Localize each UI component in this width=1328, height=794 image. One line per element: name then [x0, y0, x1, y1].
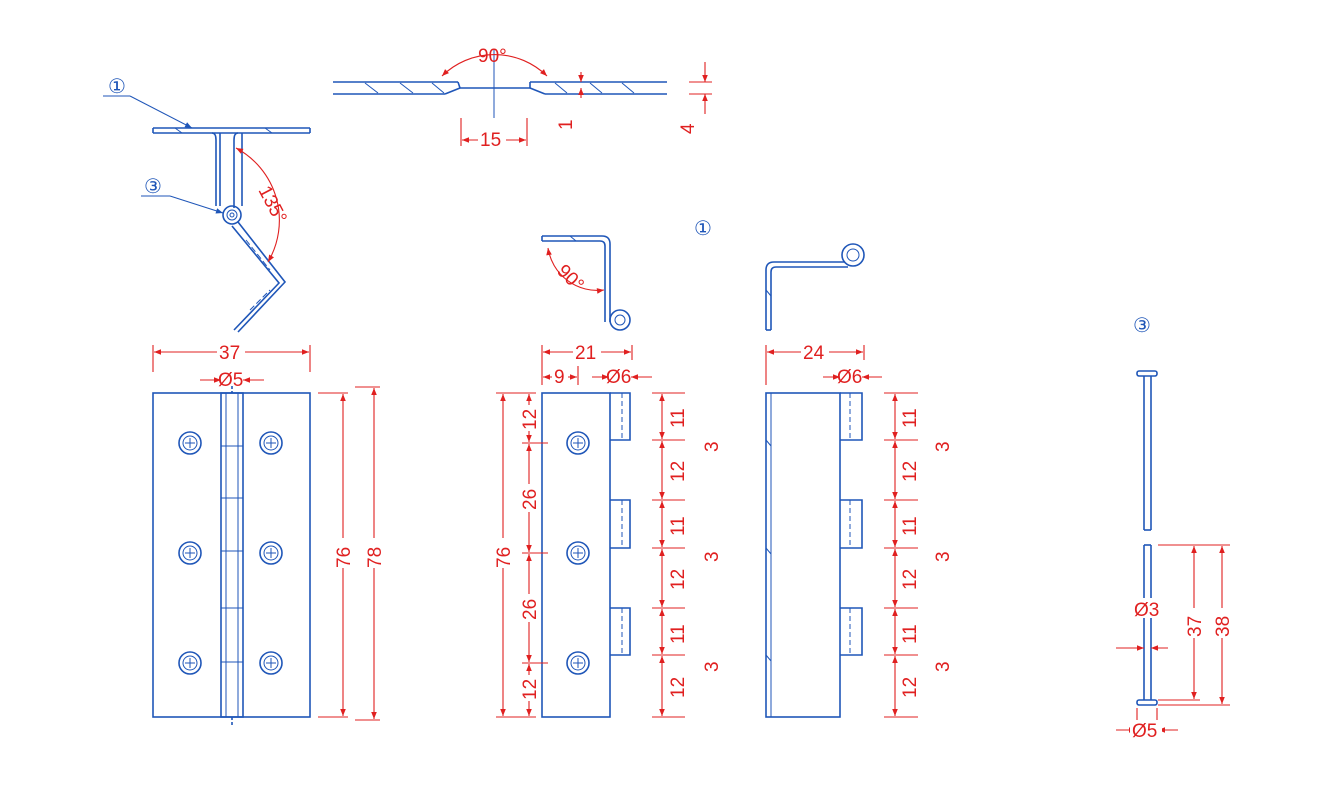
callout-part1-label: ① — [108, 76, 126, 98]
hole-15-label: 15 — [480, 130, 501, 151]
side-view-folded: ① ③ 135° — [103, 76, 311, 333]
left-26b-label: 26 — [520, 599, 541, 620]
callout-part3-pin-label: ③ — [1133, 315, 1151, 337]
angle-135-label: 135° — [254, 182, 291, 227]
r-12c-label: 12 — [900, 677, 921, 698]
countersink-section: 90° 15 1 4 — [333, 46, 712, 151]
angle-90-leaf-label: 90° — [552, 261, 587, 296]
r-12a-label: 12 — [900, 461, 921, 482]
width-37-label: 37 — [219, 343, 240, 364]
width-9-label: 9 — [554, 367, 565, 388]
width-24-label: 24 — [803, 343, 825, 364]
knuckle-dims-right: 11 12 11 12 11 12 3 3 3 — [884, 392, 954, 718]
callout-part1-center-label: ① — [694, 218, 712, 240]
height-78-label: 78 — [365, 547, 386, 568]
leaf-front-view: 21 9 Ø6 12 26 26 12 76 — [494, 342, 723, 718]
kn-12c-label: 12 — [668, 677, 689, 698]
pin-dia3-label: Ø3 — [1134, 600, 1159, 621]
pin-38-label: 38 — [1213, 616, 1234, 637]
kn-11a-label: 11 — [668, 408, 689, 428]
kn-11b-label: 11 — [668, 516, 689, 536]
dia-5-label: Ø5 — [218, 370, 243, 391]
r-11c-label: 11 — [900, 624, 921, 644]
val-4-label: 4 — [678, 123, 699, 134]
dia-6b-label: Ø6 — [837, 367, 862, 388]
r-11a-label: 11 — [900, 408, 921, 428]
width-21-label: 21 — [575, 343, 596, 364]
left-12a-label: 12 — [520, 409, 541, 430]
r-11b-label: 11 — [900, 516, 921, 536]
front-view-assembled: 37 Ø5 76 78 — [152, 342, 386, 726]
screw-holes — [178, 431, 283, 675]
callout-part3-label: ③ — [144, 176, 162, 198]
kn-3b-label: 3 — [702, 551, 723, 562]
r-3a-label: 3 — [933, 441, 954, 452]
pin-detail: ③ Ø3 37 38 Ø5 — [1116, 315, 1234, 742]
pin-dia5-label: Ø5 — [1132, 721, 1157, 742]
val-1-label: 1 — [556, 119, 577, 130]
kn-3a-label: 3 — [702, 441, 723, 452]
dia-6a-label: Ø6 — [606, 367, 631, 388]
kn-3c-label: 3 — [702, 661, 723, 672]
knuckle-dims-center: 11 12 11 12 11 12 3 3 3 — [652, 392, 723, 718]
left-76-label: 76 — [494, 547, 515, 568]
kn-11c-label: 11 — [668, 624, 689, 644]
r-12b-label: 12 — [900, 569, 921, 590]
pin-37-label: 37 — [1185, 616, 1206, 637]
r-3c-label: 3 — [933, 661, 954, 672]
leaf-side-view: 24 Ø6 11 12 11 12 11 — [765, 342, 954, 718]
leaf-profiles: ① 90° — [541, 218, 865, 331]
height-76-label: 76 — [334, 547, 355, 568]
kn-12b-label: 12 — [668, 569, 689, 590]
angle-90-top-label: 90° — [478, 46, 507, 67]
left-26a-label: 26 — [520, 489, 541, 510]
left-12b-label: 12 — [520, 679, 541, 700]
r-3b-label: 3 — [933, 551, 954, 562]
kn-12a-label: 12 — [668, 461, 689, 482]
